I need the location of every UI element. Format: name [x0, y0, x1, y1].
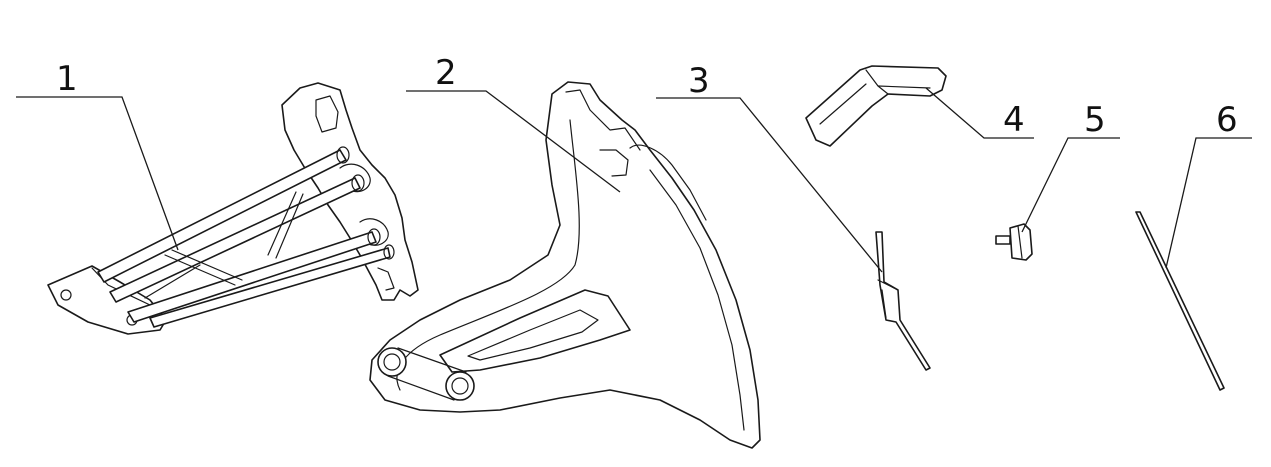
- callout-2: 2: [435, 53, 457, 93]
- callout-1: 1: [56, 59, 78, 99]
- leader-line-5: [1021, 137, 1120, 233]
- leader-line-4: [925, 87, 1034, 139]
- callout-3: 3: [688, 61, 710, 101]
- part-6-rod: [1135, 211, 1225, 391]
- leader-line-3: [656, 97, 883, 273]
- part-2-cover-panel: [369, 81, 761, 449]
- leader-line-6: [1165, 137, 1252, 269]
- callout-6: 6: [1216, 100, 1238, 140]
- callout-5: 5: [1084, 100, 1106, 140]
- leader-line-2: [406, 90, 621, 193]
- callout-4: 4: [1003, 100, 1025, 140]
- part-1-bracket-frame: [47, 82, 419, 335]
- leader-line-1: [16, 96, 179, 251]
- part-3-clip: [875, 231, 931, 371]
- part-5-plug: [995, 223, 1033, 261]
- part-4-bent-handle: [805, 65, 947, 147]
